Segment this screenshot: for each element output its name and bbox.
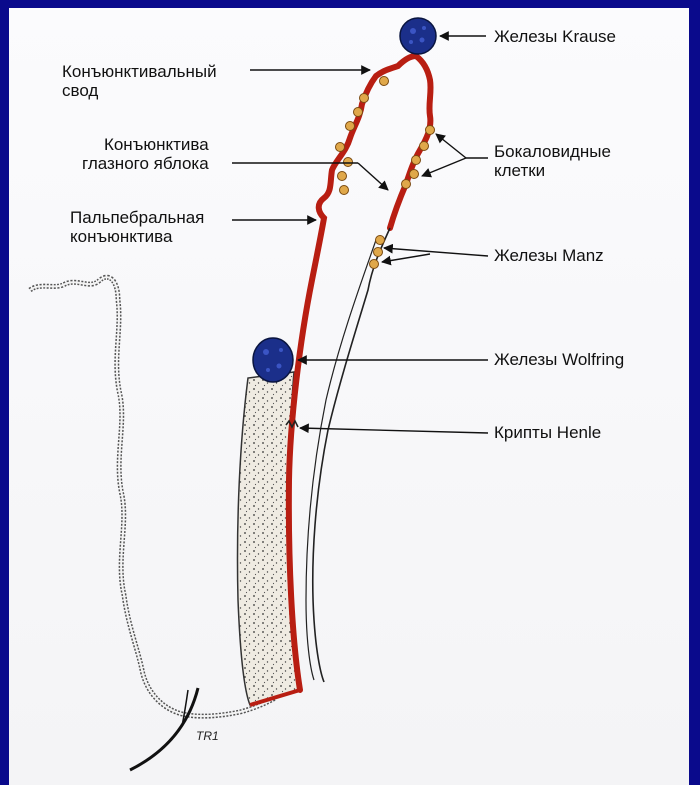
palpebral-conjunctiva-line (289, 56, 431, 690)
eyelash (130, 688, 198, 770)
label-conjunctival-fornix-line1: Конъюнктивальный (62, 62, 217, 81)
label-bulbar-conjunctiva: Конъюнктива глазного яблока (82, 135, 209, 173)
label-palpebral-conjunctiva: Пальпебральная конъюнктива (70, 208, 204, 246)
label-henle-crypts: Крипты Henle (494, 423, 601, 442)
leader-manz-2 (382, 254, 430, 262)
figure-mark: TR1 (196, 729, 219, 743)
wolfring-gland (253, 338, 293, 382)
label-goblet-cells-line2: клетки (494, 161, 611, 180)
label-krause-glands: Железы Krause (494, 27, 616, 46)
label-goblet-cells-line1: Бокаловидные (494, 142, 611, 161)
leader-manz-1 (384, 248, 488, 256)
label-manz-glands: Железы Manz (494, 246, 604, 265)
label-bulbar-conjunctiva-line1: Конъюнктива (82, 135, 209, 154)
label-wolfring-glands: Железы Wolfring (494, 350, 624, 369)
label-palpebral-conjunctiva-line1: Пальпебральная (70, 208, 204, 227)
label-conjunctival-fornix-line2: свод (62, 81, 217, 100)
leader-goblet-1 (436, 134, 466, 158)
leader-goblet-2 (422, 158, 466, 176)
leader-bulbar-2 (358, 163, 388, 190)
krause-gland (400, 18, 436, 54)
eyeball-surface-line (306, 240, 376, 680)
label-bulbar-conjunctiva-line2: глазного яблока (82, 154, 209, 173)
label-palpebral-conjunctiva-line2: конъюнктива (70, 227, 204, 246)
bulbar-conjunctiva-line (313, 228, 390, 682)
label-goblet-cells: Бокаловидные клетки (494, 142, 611, 180)
label-conjunctival-fornix: Конъюнктивальный свод (62, 62, 217, 100)
